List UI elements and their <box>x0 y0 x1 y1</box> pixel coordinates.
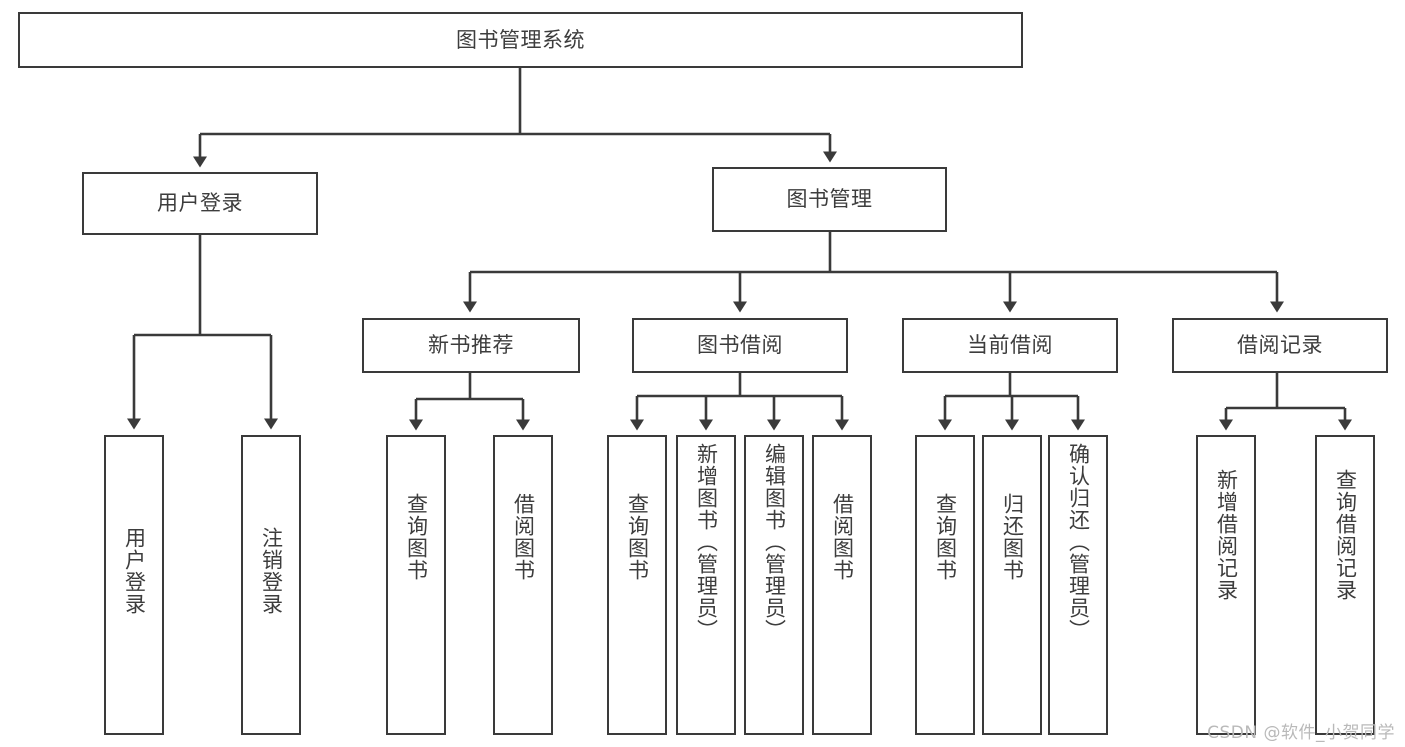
node-book-management-module[interactable]: 图书管理 <box>712 167 947 232</box>
node-label: 查询图书 <box>933 493 958 581</box>
node-label: 新增图书（管理员） <box>694 443 719 641</box>
node-leaf-bb-query-book[interactable]: 查询图书 <box>607 435 667 735</box>
node-label: 编辑图书（管理员） <box>762 443 787 641</box>
node-leaf-bb-borrow-book[interactable]: 借阅图书 <box>812 435 872 735</box>
node-label: 确认归还（管理员） <box>1066 443 1091 641</box>
node-root-system[interactable]: 图书管理系统 <box>18 12 1023 68</box>
node-label: 图书借阅 <box>697 333 783 358</box>
node-borrow-records[interactable]: 借阅记录 <box>1172 318 1388 373</box>
node-leaf-nb-query-book[interactable]: 查询图书 <box>386 435 446 735</box>
node-label: 图书管理 <box>786 187 873 212</box>
node-label: 借阅记录 <box>1237 333 1323 358</box>
node-label: 用户登录 <box>157 191 243 216</box>
node-label: 图书管理系统 <box>456 27 585 52</box>
node-label: 新书推荐 <box>428 333 514 358</box>
node-label: 新增借阅记录 <box>1214 469 1239 601</box>
node-book-borrow[interactable]: 图书借阅 <box>632 318 848 373</box>
node-user-login-module[interactable]: 用户登录 <box>82 172 318 235</box>
node-leaf-logout[interactable]: 注销登录 <box>241 435 301 735</box>
node-label: 借阅图书 <box>830 493 855 581</box>
node-leaf-cb-query-book[interactable]: 查询图书 <box>915 435 975 735</box>
node-label: 归还图书 <box>1000 493 1025 581</box>
node-leaf-cb-return-book[interactable]: 归还图书 <box>982 435 1042 735</box>
node-leaf-cb-confirm-return-admin[interactable]: 确认归还（管理员） <box>1048 435 1108 735</box>
node-leaf-user-login[interactable]: 用户登录 <box>104 435 164 735</box>
node-current-borrow[interactable]: 当前借阅 <box>902 318 1118 373</box>
node-label: 当前借阅 <box>967 333 1053 358</box>
node-label: 查询图书 <box>625 493 650 581</box>
node-label: 查询图书 <box>404 493 429 581</box>
node-leaf-rec-add-record[interactable]: 新增借阅记录 <box>1196 435 1256 735</box>
node-label: 注销登录 <box>259 527 284 615</box>
node-label: 查询借阅记录 <box>1333 469 1358 601</box>
node-leaf-rec-query-record[interactable]: 查询借阅记录 <box>1315 435 1375 735</box>
node-leaf-bb-add-book-admin[interactable]: 新增图书（管理员） <box>676 435 736 735</box>
node-label: 借阅图书 <box>511 493 536 581</box>
node-leaf-bb-edit-book-admin[interactable]: 编辑图书（管理员） <box>744 435 804 735</box>
node-label: 用户登录 <box>122 527 147 615</box>
node-new-book-recommend[interactable]: 新书推荐 <box>362 318 580 373</box>
node-leaf-nb-borrow-book[interactable]: 借阅图书 <box>493 435 553 735</box>
watermark-text: CSDN @软件_小贺同学 <box>1207 723 1395 743</box>
